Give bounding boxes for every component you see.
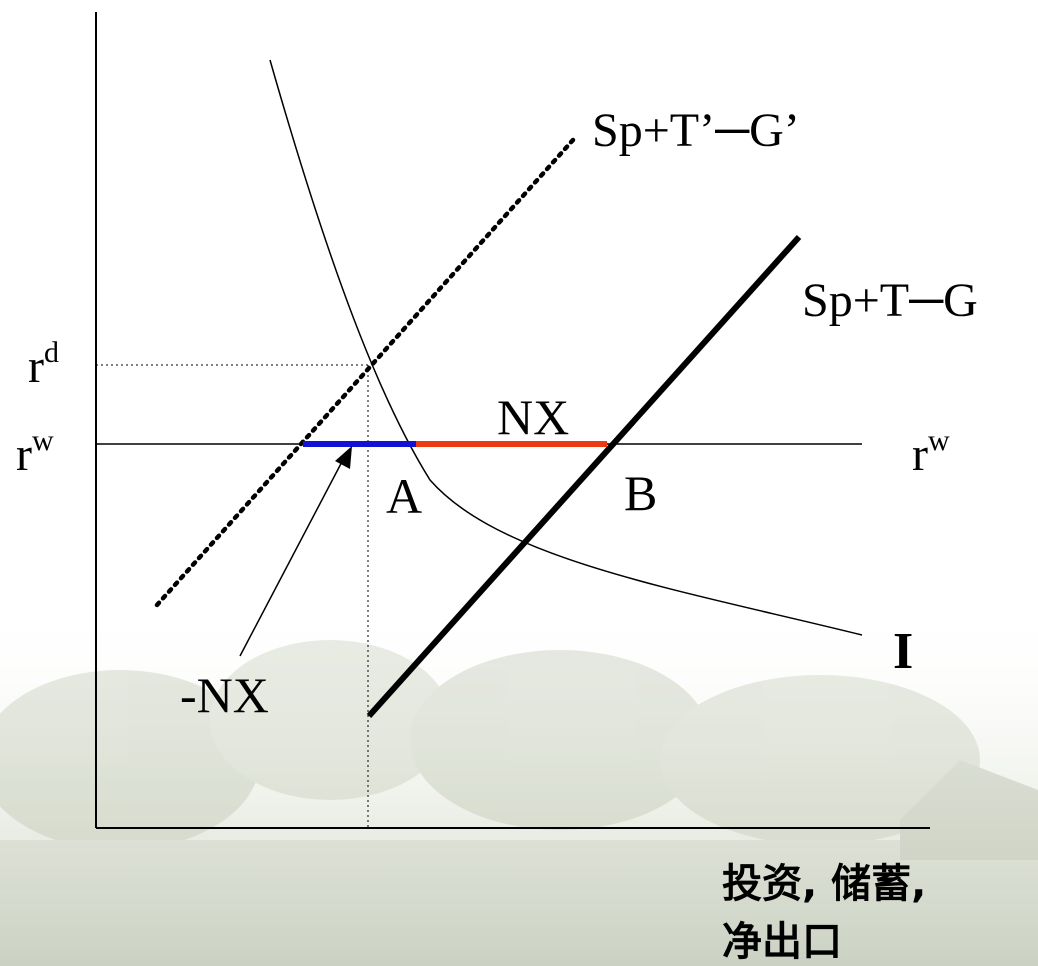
investment-label: I — [893, 623, 913, 680]
shifted-savings-line — [154, 137, 576, 608]
point-a-label: A — [386, 468, 422, 524]
investment-curve — [269, 59, 863, 636]
x-axis-label-line1: 投资, 储蓄, — [722, 861, 926, 907]
rw-left-label: rw — [16, 424, 54, 481]
shifted-savings-label: Sp+T’─G’ — [592, 104, 800, 157]
rd-label: rd — [28, 336, 59, 393]
background-trees — [0, 640, 1038, 966]
savings-line — [366, 234, 802, 719]
nx-label: NX — [497, 389, 569, 445]
x-axis-label-line2: 净出口 — [722, 919, 842, 965]
background-scenery-fade — [0, 600, 1038, 966]
point-b-label: B — [624, 465, 657, 521]
savings-label: Sp+T─G — [802, 274, 978, 327]
neg-nx-label: -NX — [180, 667, 269, 723]
rw-right-label: rw — [912, 424, 950, 481]
neg-nx-arrow-shaft — [239, 455, 346, 657]
neg-nx-arrow-head — [335, 446, 352, 469]
